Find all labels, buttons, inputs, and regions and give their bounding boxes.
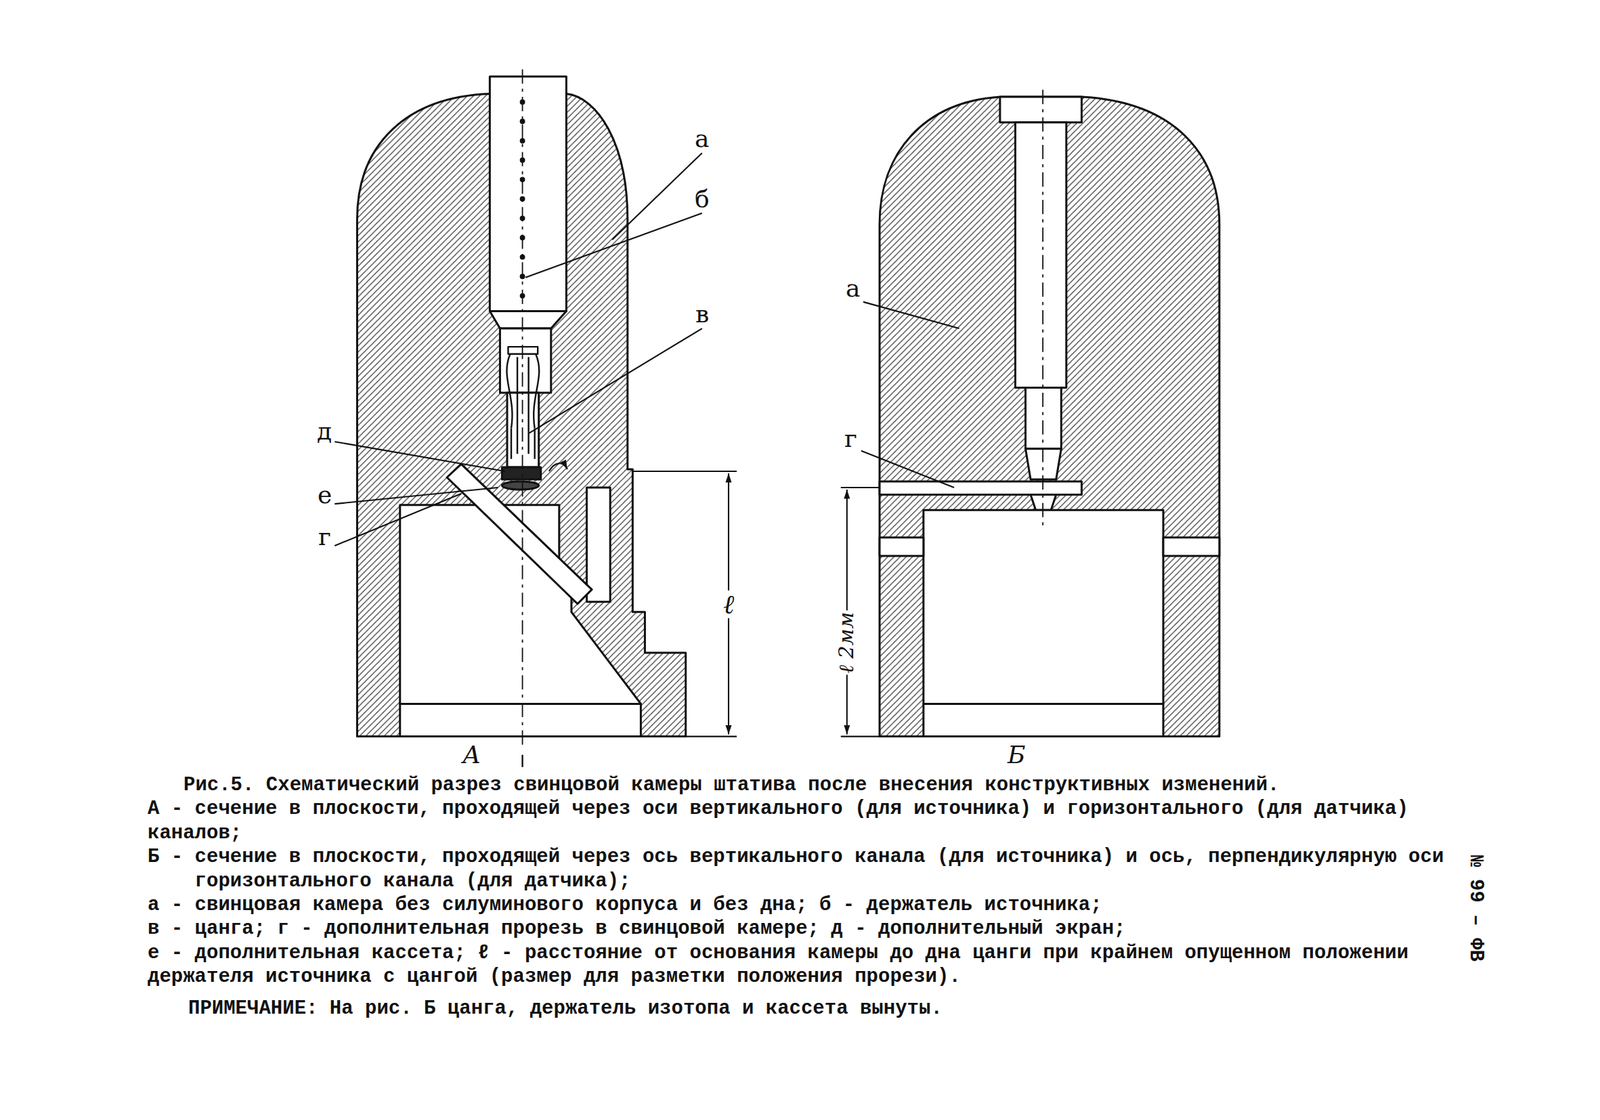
- lead-body: [879, 96, 1220, 737]
- bore-taper: [489, 310, 567, 329]
- section-label: А: [461, 742, 483, 768]
- note-text: ПРИМЕЧАНИЕ: На рис. Б цанга, держатель и…: [188, 996, 1448, 1021]
- dimension-label: ℓ 2мм: [835, 610, 858, 676]
- side-hole: [1163, 537, 1220, 556]
- bottom-opening: [923, 703, 1164, 737]
- caption-block: Рис.5. Схематический разрез свинцовой ка…: [147, 773, 1448, 1022]
- callout-letter: г: [842, 425, 859, 452]
- callout-letter: г: [316, 524, 333, 550]
- cavity: [923, 509, 1164, 704]
- axis-line: [1042, 90, 1044, 531]
- bottom-opening: [400, 703, 642, 737]
- legend-note: Б - сечение в плоскости, проходящей чере…: [147, 845, 1448, 894]
- bore-recess: [1000, 96, 1083, 123]
- screen-seat: [501, 481, 539, 490]
- dimension-label: ℓ: [721, 590, 736, 619]
- sheet-number: № 99 – ФВ: [1465, 853, 1487, 963]
- detector-channel: [587, 487, 611, 602]
- callout-letter: а: [844, 275, 862, 302]
- drawing-part: [520, 138, 526, 144]
- legend-note: в - цанга; г - дополнительная прорезь в …: [147, 916, 1448, 941]
- legend-note: А - сечение в плоскости, проходящей чере…: [147, 796, 1448, 846]
- callout-letter: б: [693, 186, 711, 212]
- axis-line: [522, 69, 524, 750]
- side-hole: [879, 537, 924, 556]
- section-a: [334, 69, 737, 767]
- section-b: [840, 90, 1220, 737]
- drawing-part: [506, 354, 512, 429]
- cassette: [446, 463, 592, 604]
- callout-letter: е: [316, 482, 334, 508]
- leader-lines: [861, 301, 960, 488]
- drawing-part: [520, 118, 526, 124]
- section-label: Б: [1006, 742, 1027, 768]
- source-bore: [1014, 122, 1066, 388]
- leader-lines: [334, 153, 703, 546]
- legend-note: е - дополнительная кассета; ℓ - расстоян…: [147, 941, 1448, 990]
- axis-mark: [521, 754, 523, 768]
- extra-screen: [501, 467, 541, 480]
- callout-letter: в: [694, 301, 711, 328]
- callout-letter: а: [693, 125, 711, 152]
- dimension-extension: [632, 471, 737, 737]
- additional-slot: [879, 481, 1082, 495]
- rotation-arrow: [549, 463, 568, 472]
- drawing-part: [533, 354, 539, 429]
- figure-caption: Рис.5. Схематический разрез свинцовой ка…: [183, 773, 1448, 797]
- callout-letter: д: [315, 418, 334, 445]
- legend-note: а - свинцовая камера без силуминового ко…: [147, 893, 1448, 917]
